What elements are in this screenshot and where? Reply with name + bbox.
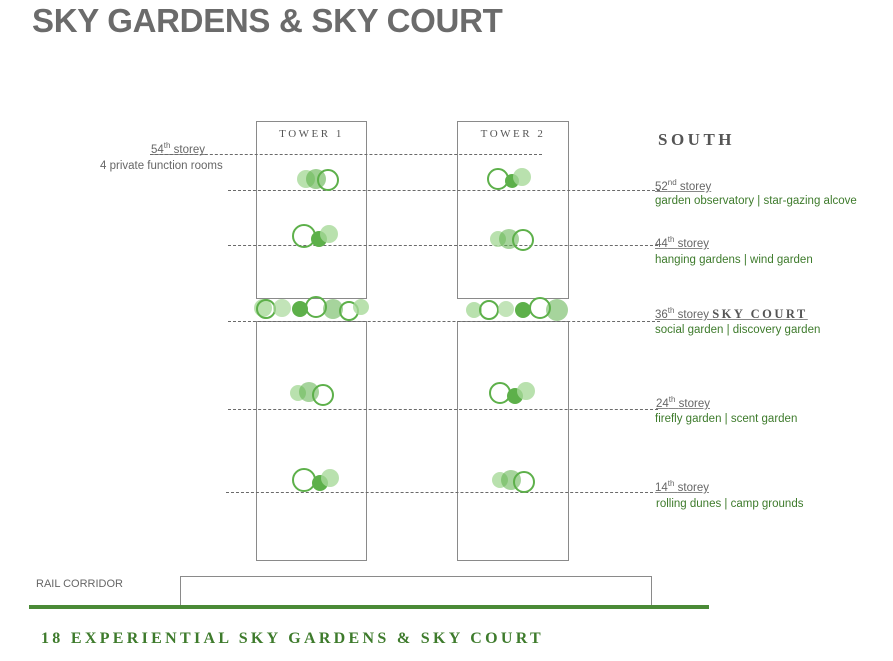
tower-2-label: TOWER 2 (480, 128, 546, 140)
level-label-24: 24th storey (656, 395, 710, 410)
level-gardens-44: hanging gardens | wind garden (655, 254, 813, 266)
garden-cluster-t1-36 (254, 296, 369, 321)
level-gardens-14: rolling dunes | camp grounds (656, 498, 804, 510)
rail-corridor-podium (180, 576, 652, 606)
level-label-44: 44th storey (655, 235, 709, 250)
tower-2-lower (457, 321, 569, 561)
orientation-label: SOUTH (658, 130, 736, 149)
footer-caption: 18 EXPERIENTIAL SKY GARDENS & SKY COURT (41, 630, 545, 647)
level-gardens-24: firefly garden | scent garden (655, 413, 798, 425)
level-label-36: 36th storey SKY COURT (655, 306, 808, 321)
level-label-52: 52nd storey (655, 178, 712, 193)
sky-court-label: SKY COURT (712, 306, 808, 321)
ground-line (29, 605, 709, 609)
top-storey-description: 4 private function rooms (100, 160, 223, 172)
level-line-52 (228, 190, 660, 191)
level-line-44 (228, 245, 658, 246)
tower-1-upper (256, 121, 367, 299)
level-gardens-36: social garden | discovery garden (655, 324, 821, 336)
level-gardens-52: garden observatory | star-gazing alcove (655, 195, 857, 207)
rail-corridor-label: RAIL CORRIDOR (36, 578, 123, 590)
top-storey-label: 54th storey (151, 141, 205, 156)
tower-1-label: TOWER 1 (279, 128, 344, 140)
level-label-14: 14th storey (655, 479, 709, 494)
level-line-36 (228, 321, 660, 322)
page-title: SKY GARDENS & SKY COURT (32, 2, 503, 39)
tower-2-upper (457, 121, 569, 299)
level-line-24 (228, 409, 658, 410)
tower-1-lower (256, 321, 367, 561)
top-storey-line (150, 154, 542, 155)
garden-cluster-t2-36 (466, 297, 568, 321)
level-line-14 (226, 492, 658, 493)
